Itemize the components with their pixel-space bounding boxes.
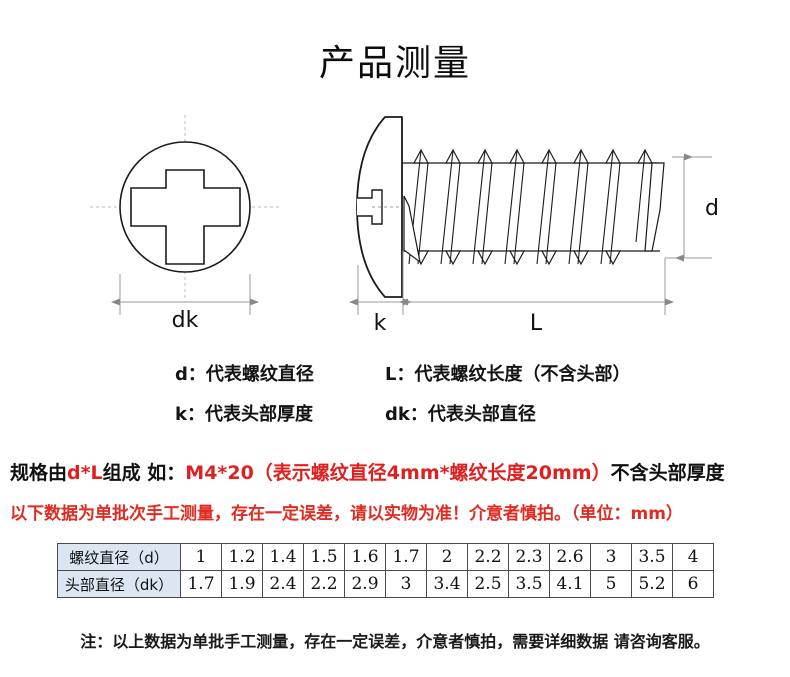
legend-row: k：代表头部厚度 dk：代表头部直径 <box>0 400 790 440</box>
spec-part-1: 规格由 <box>10 462 68 484</box>
cell-d-1: 1.2 <box>221 543 263 571</box>
dimension-table: 螺纹直径（d） 1 1.2 1.4 1.5 1.6 1.7 2 2.2 2.3 … <box>57 543 714 598</box>
dimension-label-dk: dk <box>172 308 199 333</box>
dimension-label-L: L <box>530 311 543 336</box>
cell-dk-8: 3.5 <box>508 570 550 598</box>
cell-dk-9: 4.1 <box>549 570 591 598</box>
cell-d-2: 1.4 <box>262 543 304 571</box>
spec-part-4-example: M4*20（表示螺纹直径4mm*螺纹长度20mm） <box>185 462 611 484</box>
cell-dk-0: 1.7 <box>180 570 222 598</box>
cell-d-7: 2.2 <box>467 543 509 571</box>
row-header-dk: 头部直径（dk） <box>57 570 181 598</box>
cell-d-8: 2.3 <box>508 543 550 571</box>
cell-dk-3: 2.2 <box>303 570 345 598</box>
cell-d-12: 4 <box>672 543 714 571</box>
cell-d-0: 1 <box>180 543 222 571</box>
legend: d：代表螺纹直径 L：代表螺纹长度（不含头部） k：代表头部厚度 dk：代表头部… <box>0 360 790 440</box>
legend-item-k: k：代表头部厚度 <box>175 404 313 425</box>
cell-d-10: 3 <box>590 543 632 571</box>
cell-d-4: 1.6 <box>344 543 386 571</box>
cell-dk-6: 3.4 <box>426 570 468 598</box>
dimension-label-k: k <box>374 311 387 336</box>
dimension-label-d: d <box>705 196 719 221</box>
technical-drawing: dk <box>0 100 790 350</box>
screw-head-top-view: dk <box>90 115 280 333</box>
spec-part-2-dL: d*L <box>67 462 103 484</box>
spec-format-line: 规格由d*L组成 如：M4*20（表示螺纹直径4mm*螺纹长度20mm）不含头部… <box>10 458 785 485</box>
spec-part-3: 组成 如： <box>102 462 186 484</box>
footer-note: 注：以上数据为单批手工测量，存在一定误差，介意者慎拍，需要详细数据 请咨询客服。 <box>80 632 710 651</box>
row-header-d: 螺纹直径（d） <box>57 543 181 571</box>
legend-row: d：代表螺纹直径 L：代表螺纹长度（不含头部） <box>0 360 790 400</box>
cell-dk-1: 1.9 <box>221 570 263 598</box>
cell-d-5: 1.7 <box>385 543 427 571</box>
table-row: 螺纹直径（d） 1 1.2 1.4 1.5 1.6 1.7 2 2.2 2.3 … <box>57 543 714 571</box>
cell-dk-11: 5.2 <box>631 570 673 598</box>
cell-dk-7: 2.5 <box>467 570 509 598</box>
cell-dk-10: 5 <box>590 570 632 598</box>
cell-dk-2: 2.4 <box>262 570 304 598</box>
cell-d-6: 2 <box>426 543 468 571</box>
table-row: 头部直径（dk） 1.7 1.9 2.4 2.2 2.9 3 3.4 2.5 3… <box>57 570 714 598</box>
cell-d-11: 3.5 <box>631 543 673 571</box>
cell-dk-5: 3 <box>385 570 427 598</box>
legend-item-L: L：代表螺纹长度（不含头部） <box>385 364 631 385</box>
screw-side-view: d k L <box>349 116 719 336</box>
page-title: 产品测量 <box>318 43 471 84</box>
legend-item-dk: dk：代表头部直径 <box>385 404 536 425</box>
spec-part-5: 不含头部厚度 <box>610 462 725 484</box>
measurement-warning: 以下数据为单批次手工测量，存在一定误差，请以实物为准！介意者慎拍。（单位：mm） <box>10 504 683 524</box>
cell-dk-4: 2.9 <box>344 570 386 598</box>
cell-d-9: 2.6 <box>549 543 591 571</box>
cell-dk-12: 6 <box>672 570 714 598</box>
cell-d-3: 1.5 <box>303 543 345 571</box>
legend-item-d: d：代表螺纹直径 <box>175 364 314 385</box>
dimension-table-wrapper: 螺纹直径（d） 1 1.2 1.4 1.5 1.6 1.7 2 2.2 2.3 … <box>57 543 714 598</box>
